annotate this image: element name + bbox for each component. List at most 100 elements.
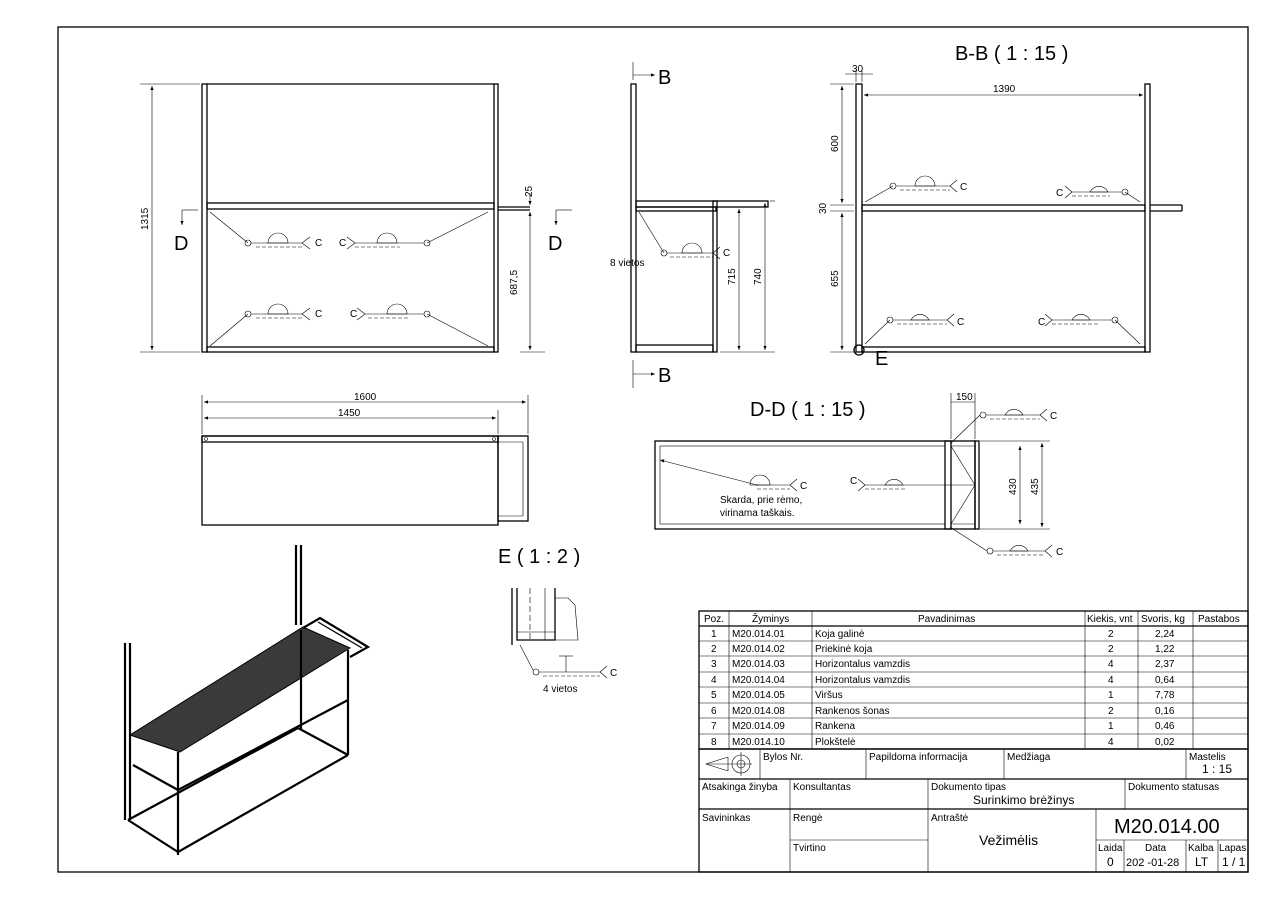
document-number: M20.014.00	[1114, 816, 1220, 838]
svg-text:C: C	[960, 182, 967, 193]
isometric-view	[123, 545, 371, 855]
svg-text:M20.014.04: M20.014.04	[732, 675, 785, 686]
svg-text:740: 740	[753, 268, 764, 285]
svg-text:Horizontalus vamzdis: Horizontalus vamzdis	[815, 659, 910, 670]
detail-e-marker: E	[875, 348, 888, 370]
svg-text:Koja galinė: Koja galinė	[815, 629, 865, 640]
bom-header-zyminys: Žyminys	[752, 612, 789, 625]
section-b-bottom: B	[658, 365, 671, 387]
svg-text:4: 4	[1108, 675, 1114, 686]
bom-header-svoris: Svoris, kg	[1141, 614, 1185, 625]
svg-text:M20.014.08: M20.014.08	[732, 706, 785, 717]
section-dd-view: D-D ( 1 : 15 ) C C C C Skarda, prie rėmo…	[654, 392, 1063, 558]
section-bb-view: B-B ( 1 : 15 ) E C C C C 30 1390	[818, 43, 1183, 370]
svg-text:Data: Data	[1145, 843, 1167, 854]
svg-text:Laida: Laida	[1098, 843, 1123, 854]
top-view: 1600 1450	[201, 392, 529, 526]
svg-text:2: 2	[1108, 644, 1114, 655]
svg-text:M20.014.02: M20.014.02	[732, 644, 785, 655]
svg-text:4: 4	[1108, 659, 1114, 670]
svg-text:Rankena: Rankena	[815, 721, 855, 732]
svg-text:M20.014.05: M20.014.05	[732, 690, 785, 701]
table-row: 8 M20.014.10 Plokštelė 4 0,02	[711, 737, 1175, 748]
svg-text:C: C	[315, 309, 322, 320]
svg-text:202 -01-28: 202 -01-28	[1126, 857, 1179, 869]
svg-text:Plokštelė: Plokštelė	[815, 737, 856, 748]
svg-text:C: C	[1050, 411, 1057, 422]
svg-text:Kalba: Kalba	[1188, 843, 1214, 854]
svg-text:1 / 1: 1 / 1	[1222, 855, 1246, 869]
svg-text:25: 25	[524, 185, 535, 197]
title-block: Bylos Nr. Papildoma informacija Medžiaga…	[698, 748, 1249, 873]
svg-text:2,24: 2,24	[1155, 629, 1175, 640]
dd-note-line1: Skarda, prie rėmo,	[720, 495, 802, 506]
svg-text:1,22: 1,22	[1155, 644, 1175, 655]
svg-text:Mastelis: Mastelis	[1189, 752, 1226, 763]
svg-text:1: 1	[1108, 690, 1114, 701]
svg-text:LT: LT	[1195, 855, 1209, 869]
svg-text:150: 150	[956, 392, 973, 403]
svg-text:C: C	[723, 248, 730, 259]
table-row: 1 M20.014.01 Koja galinė 2 2,24	[711, 629, 1175, 640]
svg-text:Priekinė koja: Priekinė koja	[815, 644, 873, 655]
table-row: 2 M20.014.02 Priekinė koja 2 1,22	[711, 644, 1175, 655]
table-row: 3 M20.014.03 Horizontalus vamzdis 4 2,37	[711, 659, 1175, 670]
svg-text:C: C	[350, 309, 357, 320]
svg-text:600: 600	[830, 135, 841, 152]
side-view: C 8 vietos B B 715 740	[610, 62, 775, 388]
front-view: C C C C D D 1315 687,5 25	[140, 83, 572, 353]
side-note: 8 vietos	[610, 258, 644, 269]
bom-table: Poz. Žyminys Pavadinimas Kiekis, vnt Svo…	[698, 610, 1249, 750]
svg-text:Savininkas: Savininkas	[702, 813, 750, 824]
svg-text:7,78: 7,78	[1155, 690, 1175, 701]
svg-text:M20.014.03: M20.014.03	[732, 659, 785, 670]
svg-text:1450: 1450	[338, 408, 361, 419]
projection-symbol-icon	[705, 752, 752, 776]
section-d-left: D	[174, 233, 188, 255]
svg-text:430: 430	[1008, 478, 1019, 495]
svg-text:Dokumento statusas: Dokumento statusas	[1128, 782, 1219, 793]
svg-text:C: C	[315, 238, 322, 249]
svg-text:4: 4	[711, 675, 717, 686]
svg-text:3: 3	[711, 659, 717, 670]
svg-text:1390: 1390	[993, 84, 1016, 95]
bom-header-kiekis: Kiekis, vnt	[1087, 614, 1133, 625]
bb-title: B-B ( 1 : 15 )	[955, 43, 1068, 65]
bom-header-poz: Poz.	[704, 614, 724, 625]
svg-text:Horizontalus vamzdis: Horizontalus vamzdis	[815, 675, 910, 686]
svg-text:Papildoma informacija: Papildoma informacija	[869, 752, 968, 763]
section-b-top: B	[658, 67, 671, 89]
detail-e-view: E ( 1 : 2 ) C 4 vietos	[498, 546, 617, 695]
svg-text:435: 435	[1030, 478, 1041, 495]
svg-text:0,02: 0,02	[1155, 737, 1175, 748]
svg-text:5: 5	[711, 690, 717, 701]
svg-text:30: 30	[852, 64, 864, 75]
svg-text:2: 2	[1108, 706, 1114, 717]
svg-text:4: 4	[1108, 737, 1114, 748]
svg-text:Dokumento tipas: Dokumento tipas	[931, 782, 1006, 793]
svg-text:2: 2	[1108, 629, 1114, 640]
svg-text:M20.014.01: M20.014.01	[732, 629, 785, 640]
table-row: 4 M20.014.04 Horizontalus vamzdis 4 0,64	[711, 675, 1175, 686]
svg-text:M20.014.10: M20.014.10	[732, 737, 785, 748]
document-type: Surinkimo brėžinys	[973, 793, 1074, 807]
svg-text:0: 0	[1107, 855, 1114, 869]
bom-header-pastabos: Pastabos	[1198, 614, 1240, 625]
svg-text:C: C	[800, 481, 807, 492]
svg-text:Rankenos šonas: Rankenos šonas	[815, 706, 890, 717]
svg-text:M20.014.09: M20.014.09	[732, 721, 785, 732]
svg-text:0,16: 0,16	[1155, 706, 1175, 717]
table-row: 5 M20.014.05 Viršus 1 7,78	[711, 690, 1175, 701]
svg-text:30: 30	[818, 202, 829, 214]
svg-text:Tvirtino: Tvirtino	[793, 843, 826, 854]
svg-text:Atsakinga žinyba: Atsakinga žinyba	[702, 782, 778, 793]
svg-text:6: 6	[711, 706, 717, 717]
dd-title: D-D ( 1 : 15 )	[750, 399, 866, 421]
e-note: 4 vietos	[543, 684, 577, 695]
sheet-border	[57, 26, 1249, 873]
drawing-title: Vežimėlis	[979, 832, 1038, 848]
svg-text:0,64: 0,64	[1155, 675, 1175, 686]
svg-text:1600: 1600	[354, 392, 377, 403]
e-title: E ( 1 : 2 )	[498, 546, 580, 568]
